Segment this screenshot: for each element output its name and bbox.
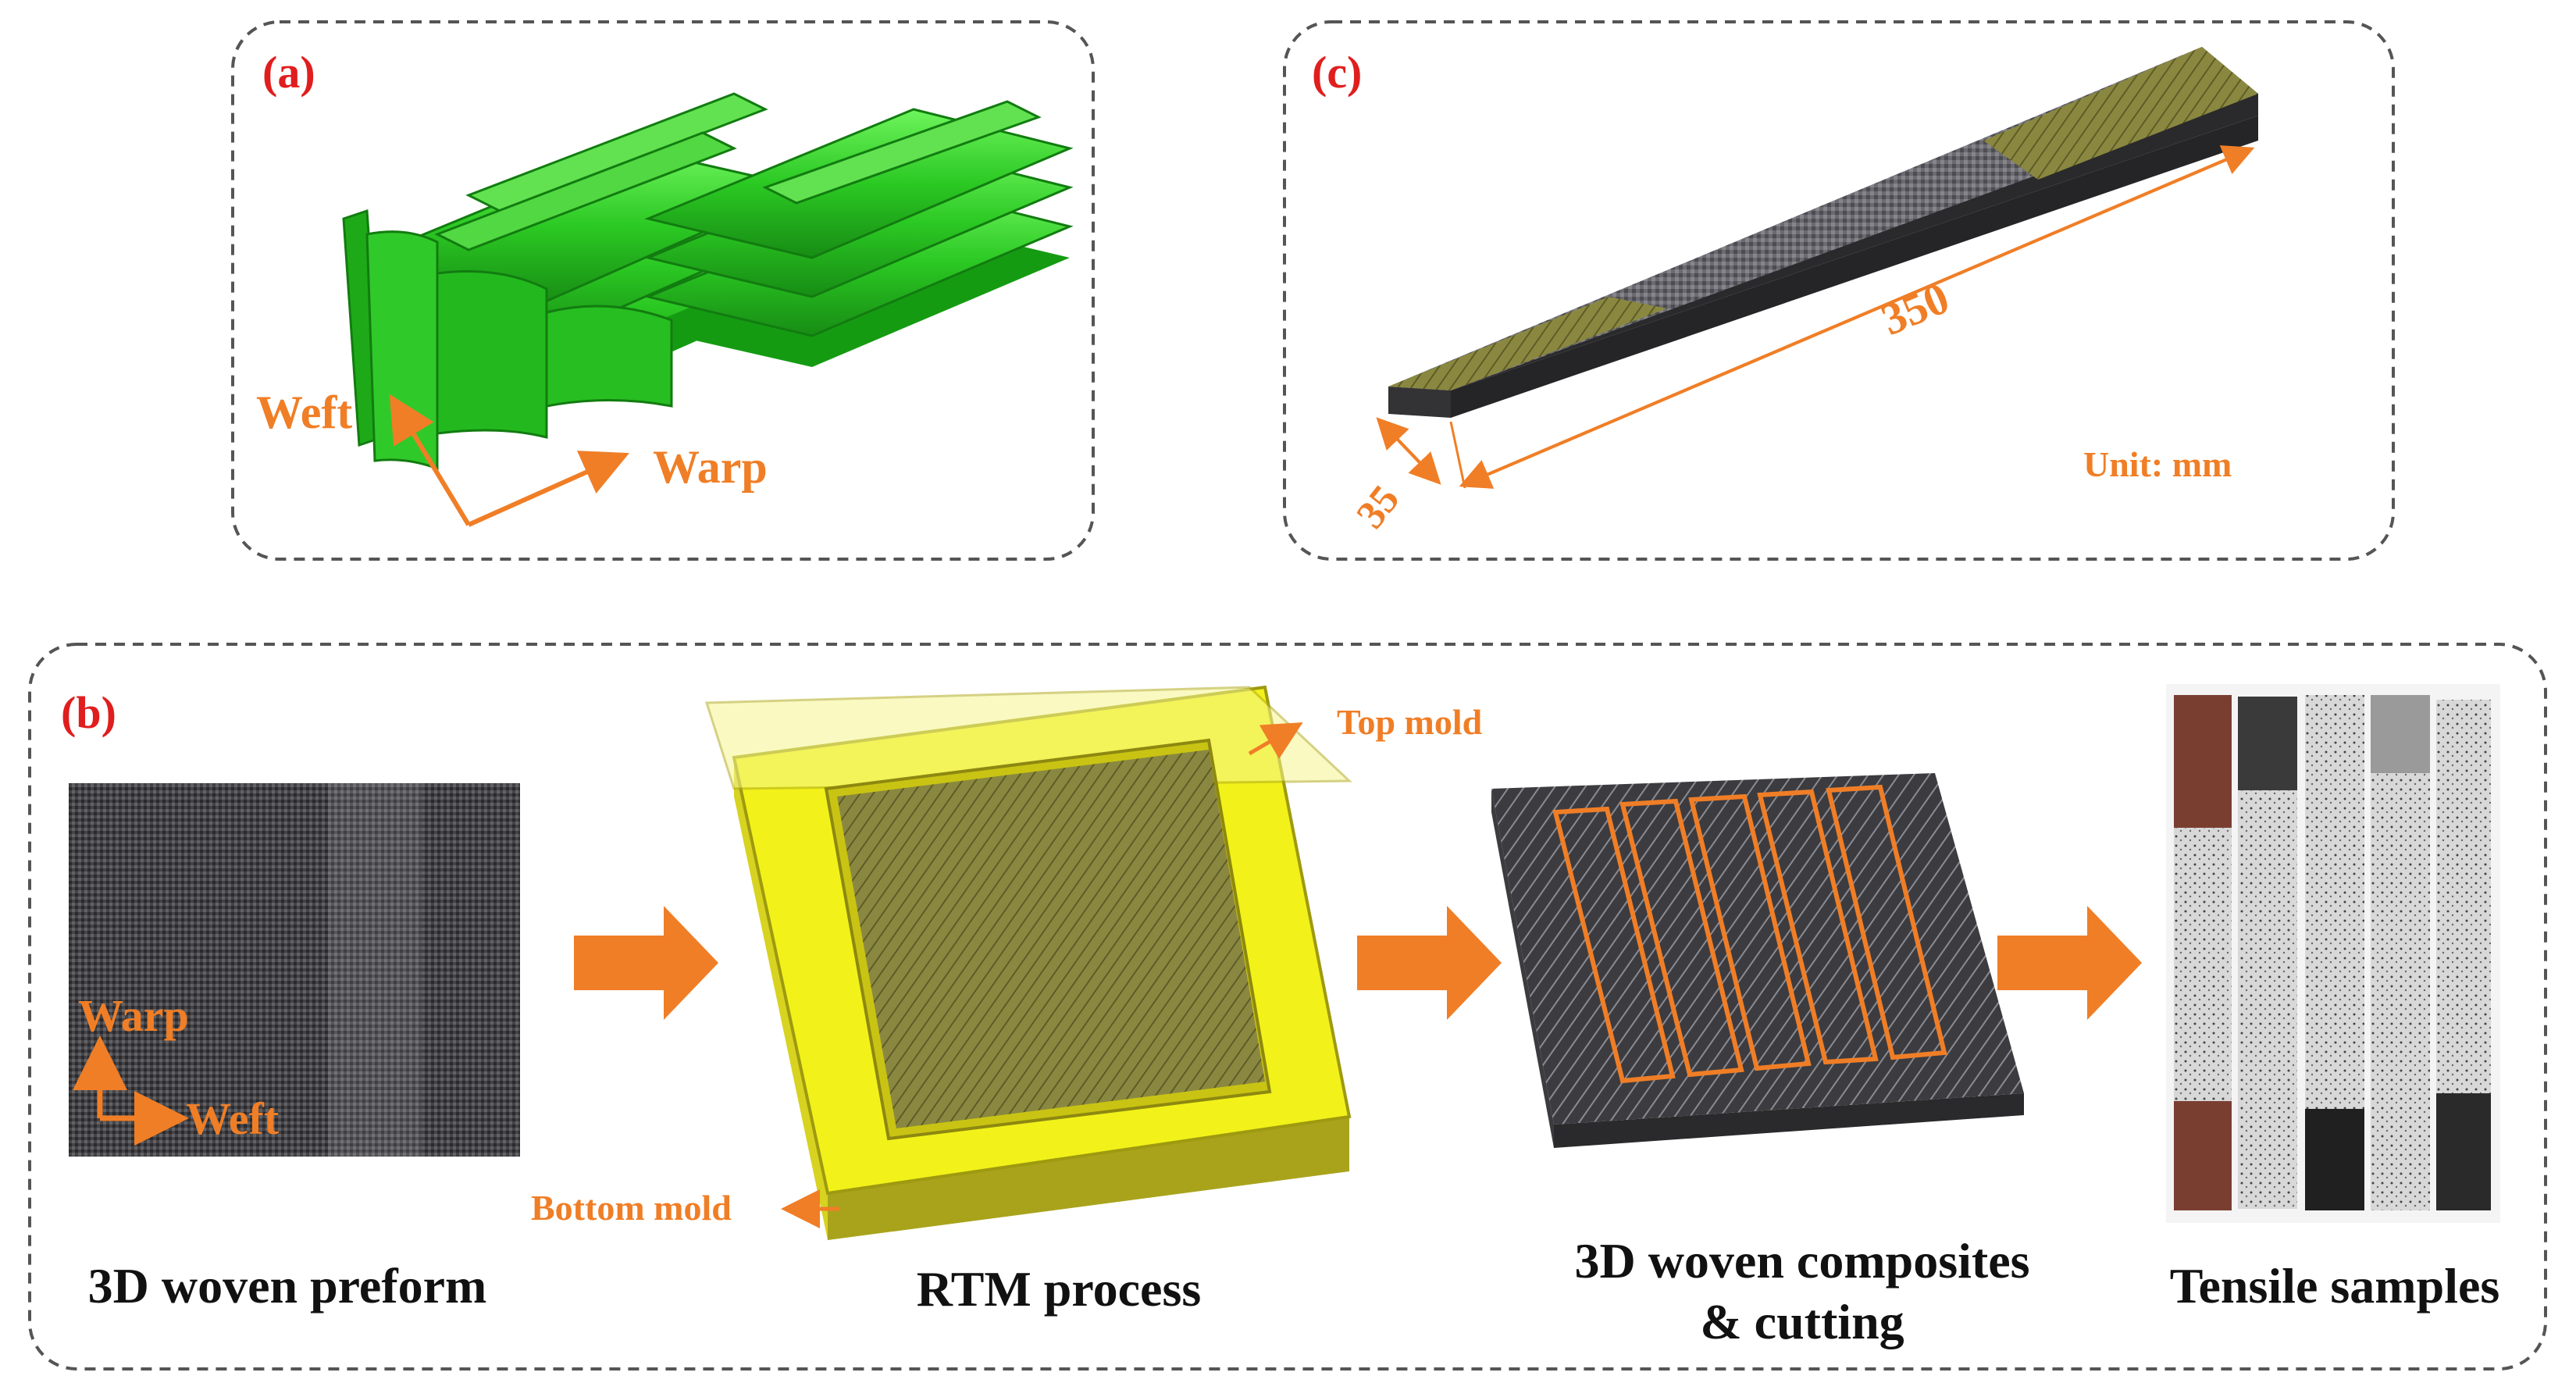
rtm-mold: Top mold Bottom mold xyxy=(531,685,1483,1240)
axis-weft-label: Weft xyxy=(256,387,352,438)
sample-strip-1 xyxy=(2174,695,2232,1210)
axis-warp-label: Warp xyxy=(653,441,768,493)
step-caption-composite-1: 3D woven composites xyxy=(1574,1233,2029,1289)
step-caption-preform: 3D woven preform xyxy=(88,1258,487,1313)
preform-axis-warp: Warp xyxy=(78,990,189,1041)
panel-b-label: (b) xyxy=(61,687,116,738)
tensile-specimen-3d xyxy=(1388,47,2258,418)
tensile-samples-photo xyxy=(2166,684,2500,1223)
panel-a-frame xyxy=(231,20,1095,561)
length-dimension: 350 xyxy=(1874,272,1956,345)
panel-c-label: (c) xyxy=(1312,47,1362,98)
preform-axis-weft: Weft xyxy=(186,1093,280,1144)
width-dimension: 35 xyxy=(1349,477,1409,536)
flow-arrow-3 xyxy=(1997,906,2142,1020)
bottom-mold-label: Bottom mold xyxy=(531,1188,732,1228)
weave-axes: Weft Warp xyxy=(256,387,768,527)
sample-strip-4 xyxy=(2371,695,2430,1210)
panel-b-frame xyxy=(28,643,2547,1371)
cut-outlines xyxy=(1552,784,1947,1084)
right-tab xyxy=(1983,47,2258,180)
preform-photo: Warp Weft xyxy=(69,783,520,1157)
panel-c-frame xyxy=(1283,20,2395,561)
specimen-dimensions: 350 35 Unit: mm xyxy=(1349,145,2255,536)
sample-strip-2 xyxy=(2238,697,2297,1209)
top-mold-label: Top mold xyxy=(1337,702,1483,742)
step-caption-rtm: RTM process xyxy=(917,1261,1202,1317)
sample-strip-3 xyxy=(2305,695,2364,1210)
step-caption-composite-2: & cutting xyxy=(1700,1294,1904,1349)
composite-plate xyxy=(1491,773,2024,1148)
weave-structure-3d xyxy=(342,92,1074,471)
left-tab xyxy=(1388,297,1667,390)
sample-strip-5 xyxy=(2436,700,2491,1210)
panel-a-label: (a) xyxy=(262,47,315,98)
flow-arrow-2 xyxy=(1357,906,1502,1020)
flow-arrow-1 xyxy=(574,906,718,1020)
unit-note: Unit: mm xyxy=(2083,444,2232,484)
step-caption-tensile: Tensile samples xyxy=(2170,1258,2500,1313)
